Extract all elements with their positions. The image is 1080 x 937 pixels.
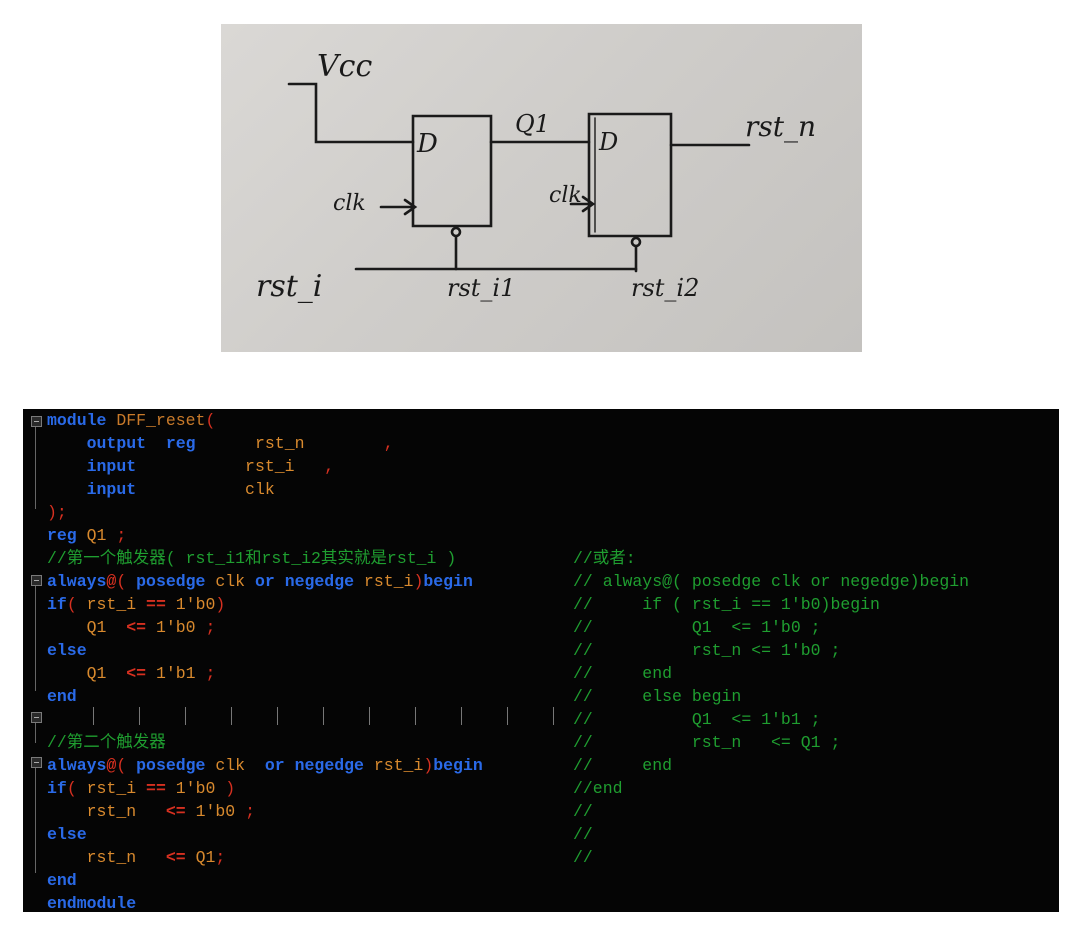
comment-line-9: // rst_n <= Q1 ; [573, 733, 841, 752]
code-line-20: rst_n <= Q1; [86, 848, 226, 867]
q1-label: Q1 [515, 110, 550, 138]
dff2-box [587, 112, 673, 238]
comment-line-5: // rst_n <= 1'b0 ; [573, 641, 841, 660]
code-line-13: end [47, 687, 77, 706]
dff1-box [411, 114, 493, 228]
comment-line-11: //end [573, 779, 623, 798]
code-line-6: reg Q1 ; [47, 526, 127, 545]
code-line-12: Q1 <= 1'b1 ; [86, 664, 216, 683]
code-line-5: ); [47, 503, 67, 522]
vcc-wire [287, 82, 415, 144]
code-line-4: input clk [86, 480, 275, 499]
rst-i-label: rst_i [256, 269, 322, 304]
code-line-11: else [47, 641, 87, 660]
fold-marker-always1[interactable] [31, 575, 42, 586]
code-line-9: if( rst_i == 1'b0) [47, 595, 226, 614]
fold-bar [35, 768, 36, 873]
code-line-19: else [47, 825, 87, 844]
rst-i2-label: rst_i2 [631, 274, 699, 302]
code-line-16: always@( posedge clk or negedge rst_i)be… [47, 756, 483, 775]
comment-line-2: // always@( posedge clk or negedge)begin [573, 572, 970, 591]
comment-line-14: // [573, 848, 593, 867]
fold-bar [35, 723, 36, 743]
circuit-photo: Vcc D Q1 D rst_n clk clk rst_i rst_i1 rs… [221, 24, 862, 352]
code-line-21: end [47, 871, 77, 890]
fold-marker-blank[interactable] [31, 712, 42, 723]
code-line-18: rst_n <= 1'b0 ; [86, 802, 255, 821]
code-line-10: Q1 <= 1'b0 ; [86, 618, 216, 637]
clk1-arrow [379, 198, 418, 216]
comment-line-10: // end [573, 756, 673, 775]
circuit-diagram: Vcc D Q1 D rst_n clk clk rst_i rst_i1 rs… [256, 49, 816, 304]
code-line-7: //第一个触发器( rst_i1和rst_i2其实就是rst_i ) [47, 549, 457, 568]
code-line-8: always@( posedge clk or negedge rst_i)be… [47, 572, 473, 591]
comment-line-3: // if ( rst_i == 1'b0)begin [573, 595, 880, 614]
comment-line-1: //或者: [573, 549, 636, 568]
clk2-label: clk [549, 183, 582, 208]
code-line-22: endmodule [47, 894, 137, 912]
code-line-15: //第二个触发器 [47, 733, 166, 752]
fold-marker-module[interactable] [31, 416, 42, 427]
d1-label: D [416, 129, 438, 159]
code-line-1: module DFF_reset( [47, 411, 216, 430]
fold-marker-always2[interactable] [31, 757, 42, 768]
comment-line-8: // Q1 <= 1'b1 ; [573, 710, 821, 729]
fold-bar [35, 427, 36, 509]
code-line-17: if( rst_i == 1'b0 ) [47, 779, 236, 798]
comment-line-13: // [573, 825, 593, 844]
comment-line-4: // Q1 <= 1'b0 ; [573, 618, 821, 637]
code-line-2: output reg rst_n , [86, 434, 394, 453]
clk1-label: clk [333, 191, 366, 216]
comment-line-6: // end [573, 664, 673, 683]
clk2-arrow [569, 195, 596, 213]
fold-bar [35, 586, 36, 691]
code-editor: module DFF_reset( output reg rst_n , inp… [23, 409, 1059, 912]
rst-i1-label: rst_i1 [447, 274, 515, 302]
rst-n-label: rst_n [745, 110, 816, 143]
comment-line-7: // else begin [573, 687, 742, 706]
d2-label: D [598, 128, 618, 156]
comment-line-12: // [573, 802, 593, 821]
code-line-3: input rst_i , [86, 457, 335, 476]
vcc-label: Vcc [317, 49, 372, 84]
